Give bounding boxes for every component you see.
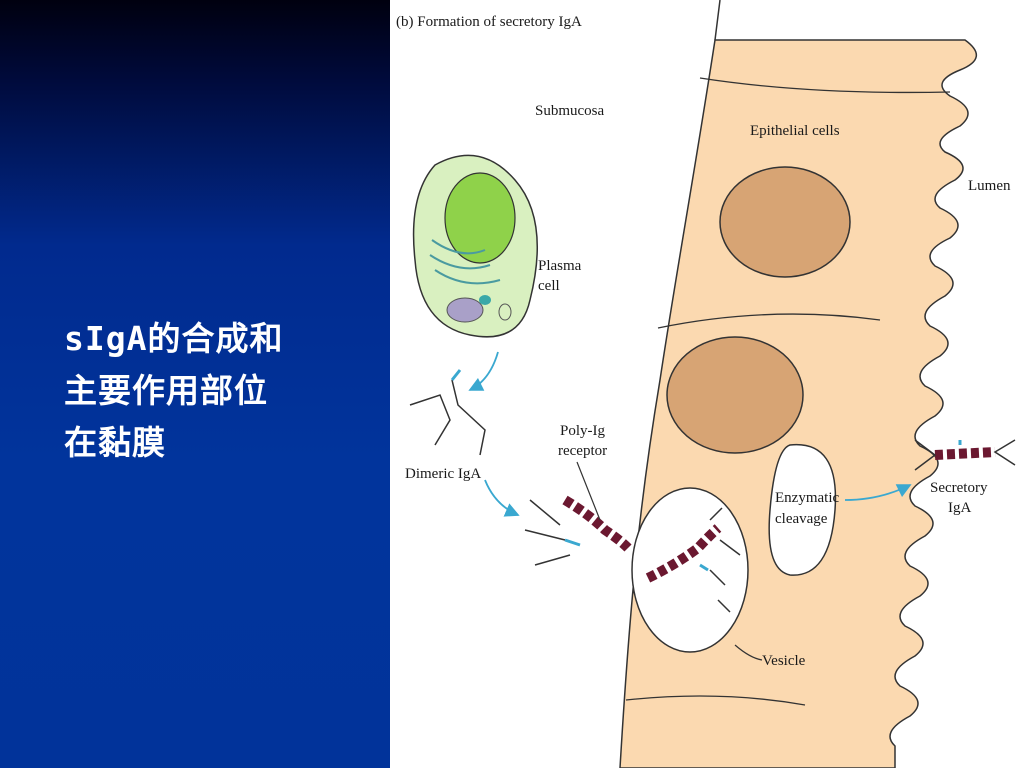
label-dimeric-iga: Dimeric IgA	[405, 466, 481, 482]
label-secretory-iga: IgA	[948, 500, 971, 516]
label-submucosa: Submucosa	[535, 103, 605, 119]
vesicle-receptor-chain	[645, 524, 722, 583]
lumen-border-top	[714, 0, 721, 41]
plasma-cell-nucleus	[444, 172, 516, 264]
receptor-bound-iga	[524, 499, 581, 566]
label-receptor: receptor	[558, 443, 607, 459]
label-lumen: Lumen	[968, 178, 1011, 194]
label-enzymatic: Enzymatic	[775, 490, 839, 506]
siga-formation-figure: (b) Formation of secretory IgA Submucosa…	[390, 0, 1024, 768]
label-poly-ig: Poly-Ig	[560, 423, 606, 439]
label-epithelial-cells: Epithelial cells	[750, 123, 840, 139]
cell-boundary-bottom	[625, 695, 806, 706]
label-vesicle: Vesicle	[762, 653, 806, 669]
enzymatic-vesicle-shape	[768, 443, 837, 576]
cell-boundary-top	[699, 77, 951, 94]
arrow-cleavage-to-lumen	[844, 484, 912, 501]
caption-line-1: sIgA的合成和	[64, 319, 284, 358]
label-cell: cell	[538, 278, 560, 294]
vesicle-shape	[631, 487, 749, 653]
epithelial-nucleus-top	[719, 166, 851, 278]
cell-boundary-middle	[657, 313, 881, 329]
label-secretory: Secretory	[930, 480, 988, 496]
left-title-panel: sIgA的合成和 主要作用部位 在黏膜	[0, 0, 390, 768]
caption-line-2: 主要作用部位	[64, 371, 268, 410]
diagram-svg: (b) Formation of secretory IgA Submucosa…	[396, 0, 1016, 768]
arrow-iga-to-receptor	[484, 479, 520, 517]
arrow-plasma-to-iga	[468, 351, 499, 391]
slide-caption: sIgA的合成和 主要作用部位 在黏膜	[64, 313, 354, 469]
secretory-iga-chain	[934, 447, 996, 460]
caption-line-3: 在黏膜	[64, 423, 166, 462]
label-plasma: Plasma	[538, 258, 582, 274]
figure-title: (b) Formation of secretory IgA	[396, 14, 582, 30]
dimeric-iga-molecule	[409, 369, 486, 456]
poly-ig-receptor-chain	[562, 495, 632, 552]
epithelial-nucleus-middle	[666, 336, 804, 454]
label-cleavage: cleavage	[775, 511, 828, 527]
